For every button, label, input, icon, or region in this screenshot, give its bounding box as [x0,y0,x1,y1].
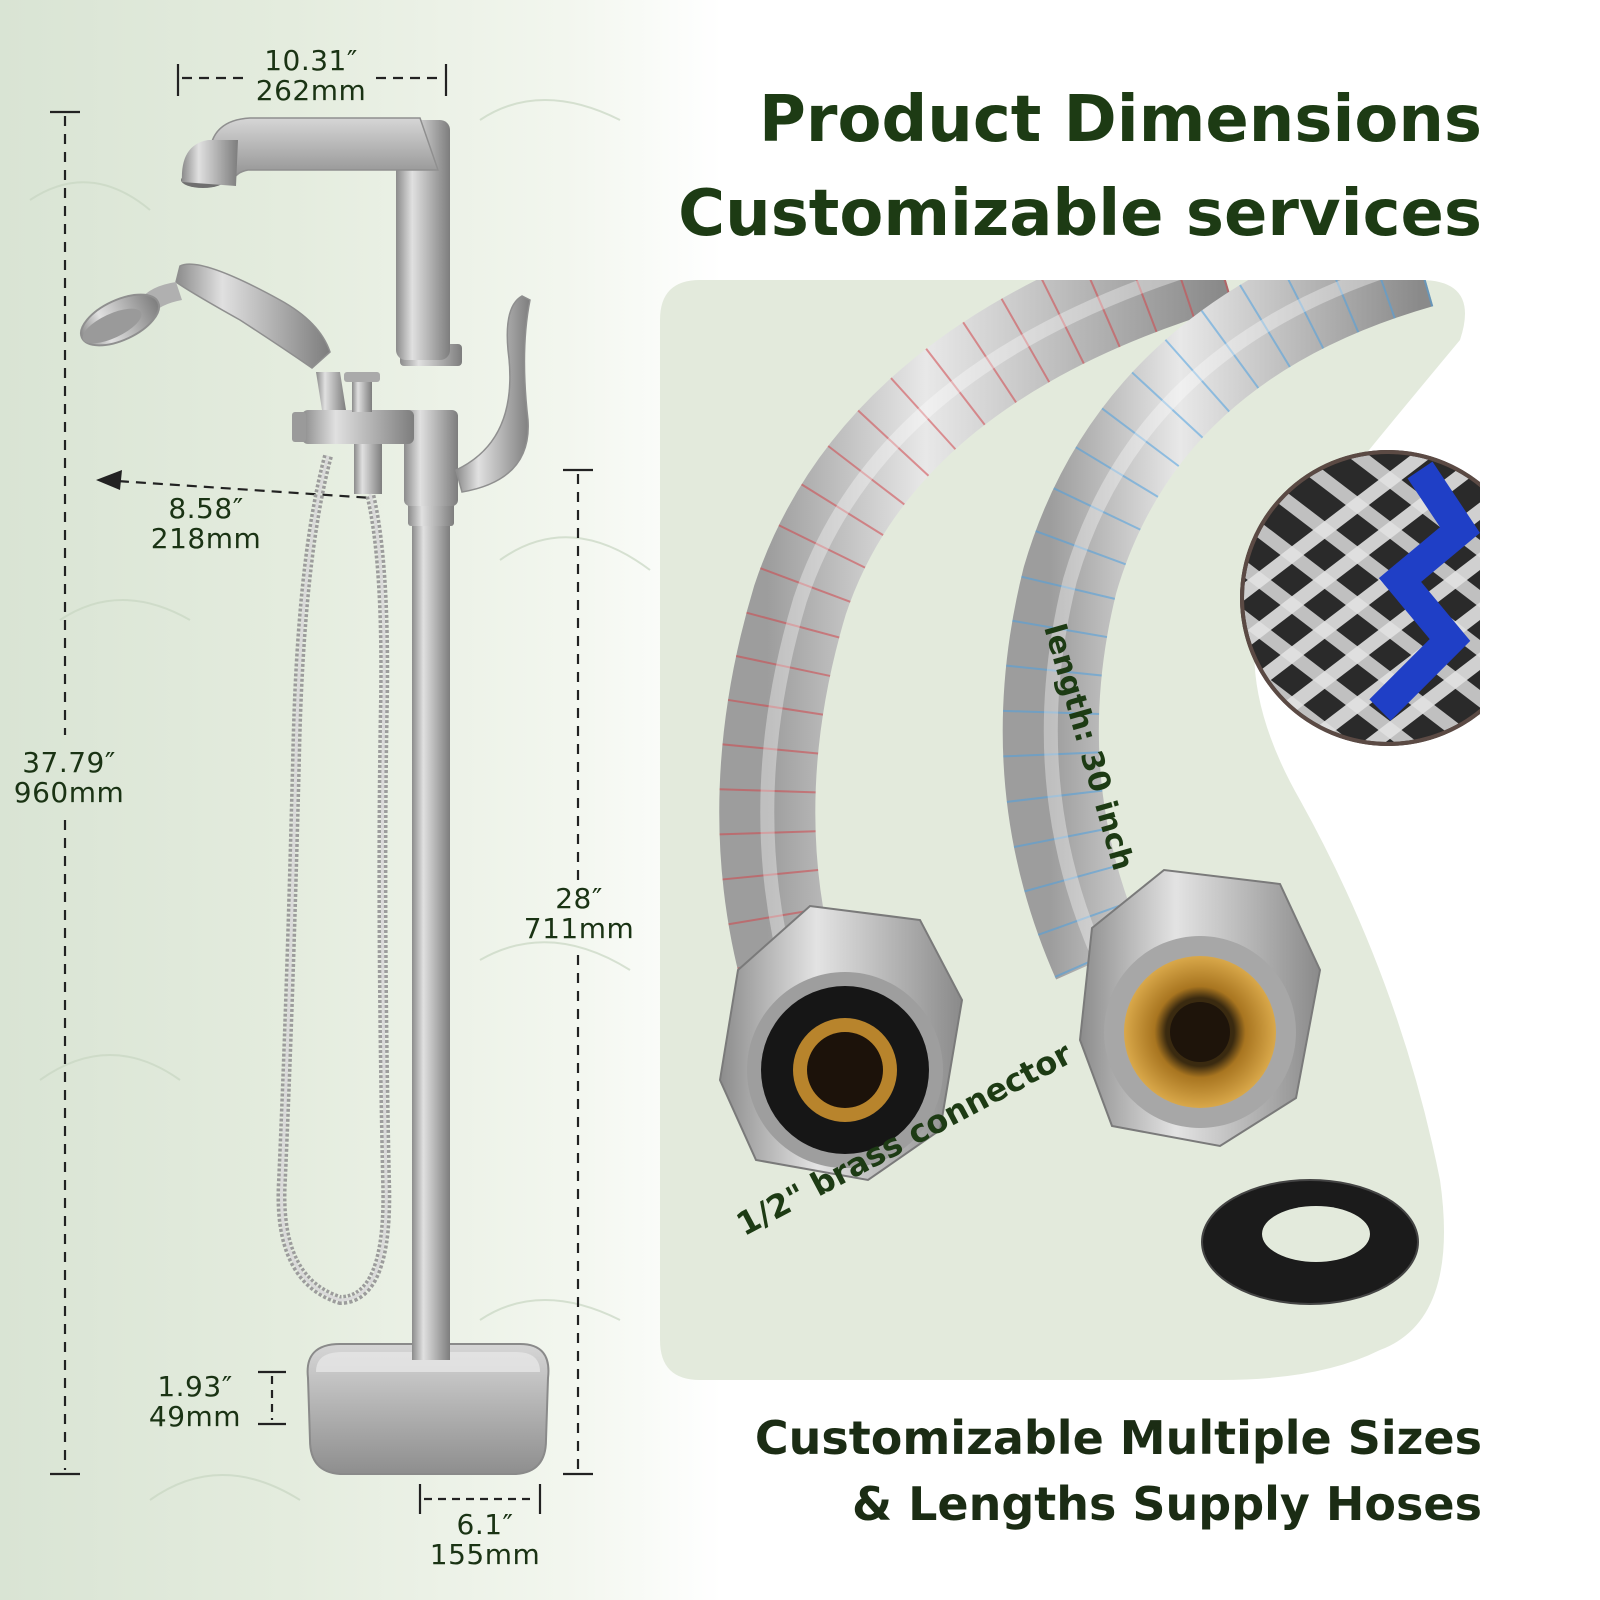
dim-base-width-inch: 6.1″ [456,1508,514,1541]
dim-base-width-mm: 155mm [429,1538,541,1571]
dim-base-height-mm: 49mm [148,1400,242,1433]
heading-line-1: Product Dimensions [759,83,1482,157]
footer-line-2: & Lengths Supply Hoses [851,1477,1482,1531]
dim-total-height-inch: 37.79″ [22,746,116,779]
dim-total-height: 37.79″ 960mm [4,748,134,808]
dim-spout-height: 28″ 711mm [514,884,644,944]
dim-total-height-mm: 960mm [13,776,125,809]
washer [1201,1179,1419,1305]
footer-line-1: Customizable Multiple Sizes [754,1411,1482,1465]
dim-spout-reach: 10.31″ 262mm [246,46,376,106]
dim-spout-height-inch: 28″ [555,882,603,915]
dim-spout-reach-inch: 10.31″ [264,44,358,77]
heading-line-2: Customizable services [678,177,1482,251]
dim-base-height-inch: 1.93″ [157,1370,233,1403]
dim-handheld-width: 8.58″ 218mm [136,494,276,554]
dim-handheld-width-inch: 8.58″ [168,492,244,525]
dim-spout-height-mm: 711mm [523,912,635,945]
faucet-panel: 10.31″ 262mm 8.58″ 218mm 37.79″ 960mm 28… [0,0,722,1600]
hoses-icon [660,213,1536,1380]
dim-handheld-width-mm: 218mm [150,522,262,555]
hose-panel: length: 30 inch 1/2" brass connector [660,213,1536,1380]
dim-spout-reach-mm: 262mm [255,74,367,107]
dim-base-height: 1.93″ 49mm [140,1372,250,1432]
faucet-icon [29,64,651,1514]
dim-base-width: 6.1″ 155mm [420,1510,550,1570]
